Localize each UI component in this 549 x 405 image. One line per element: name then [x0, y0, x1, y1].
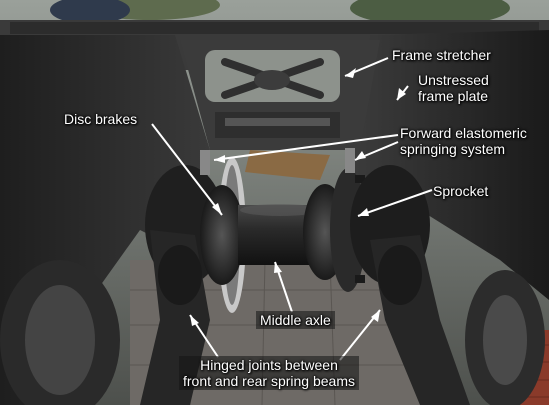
label-disc-brakes: Disc brakes	[64, 111, 138, 127]
label-frame-stretcher: Frame stretcher	[392, 47, 491, 63]
annotation-arrowheads	[190, 68, 406, 326]
label-unstressed-frame-plate: Unstressed frame plate	[418, 72, 489, 104]
right-frame-plate	[345, 30, 549, 300]
label-springing-line1: Forward elastomeric	[400, 125, 527, 141]
label-forward-elastomeric-springing: Forward elastomeric springing system	[400, 125, 527, 157]
label-sprocket: Sprocket	[433, 183, 489, 199]
label-springing-line2: springing system	[400, 141, 506, 157]
label-hinged-line1: Hinged joints between	[200, 357, 338, 373]
label-middle-axle: Middle axle	[256, 311, 335, 329]
label-hinged-joints: Hinged joints between front and rear spr…	[179, 356, 359, 390]
label-hinged-line2: front and rear spring beams	[183, 373, 355, 389]
label-unstressed-line1: Unstressed	[418, 72, 489, 88]
label-unstressed-line2: frame plate	[418, 88, 489, 104]
